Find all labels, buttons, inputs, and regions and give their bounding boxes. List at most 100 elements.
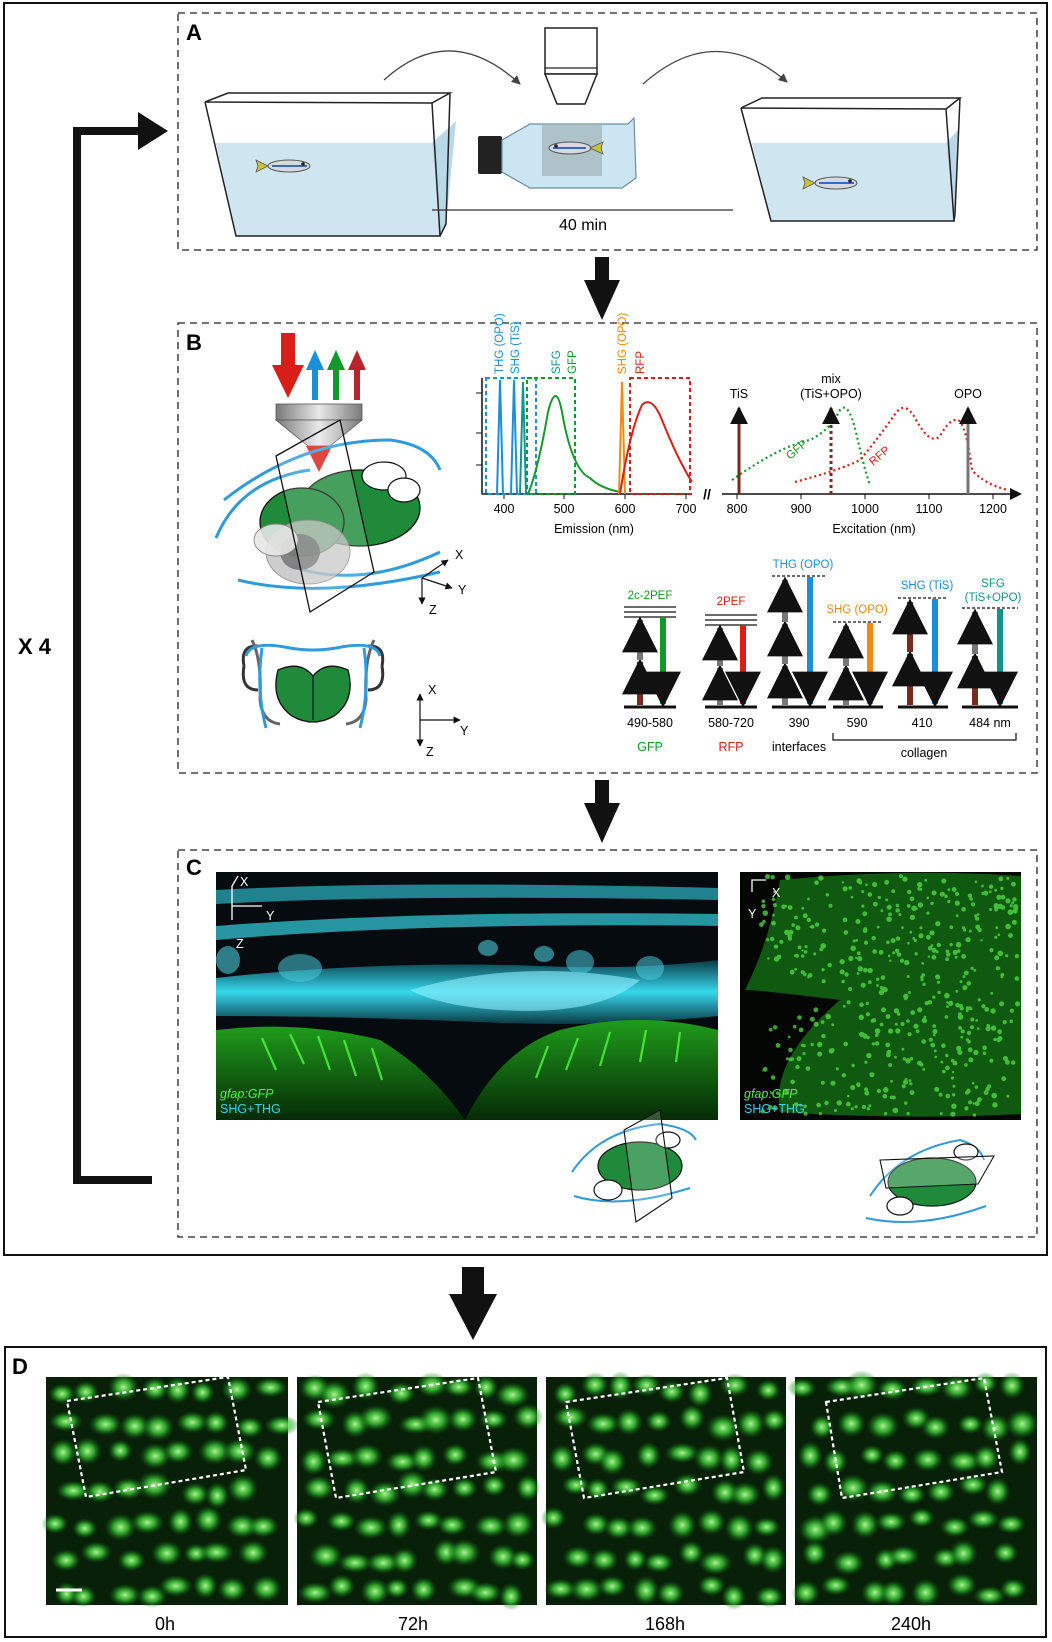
cell-body: [886, 1545, 921, 1567]
nucleus-dot: [767, 1105, 773, 1110]
cell-body: [417, 1405, 454, 1435]
cell-body: [664, 1442, 700, 1464]
cell-body: [643, 1552, 675, 1573]
cell-body: [441, 1443, 469, 1467]
cell-body: [48, 1411, 84, 1432]
nucleus-dot: [846, 1000, 851, 1005]
cell-body: [639, 1485, 670, 1506]
nucleus-dot: [981, 1004, 986, 1009]
timepoint-label-240h: 240h: [891, 1614, 931, 1634]
nucleus-dot: [924, 878, 928, 882]
cell-body: [48, 1383, 76, 1405]
cell-body: [911, 1447, 944, 1472]
cell-body: [761, 1408, 788, 1433]
nucleus-dot: [1005, 923, 1011, 930]
cell-body: [227, 1474, 259, 1504]
nucleus-dot: [955, 1002, 960, 1008]
nucleus-dot: [997, 950, 1004, 957]
nucleus-dot: [872, 901, 878, 907]
cell-body: [540, 1506, 567, 1530]
cell-body: [973, 1372, 998, 1395]
energy-value-2c2pef: 490-580: [627, 716, 673, 730]
nucleus-dot: [994, 955, 1000, 961]
cell-body: [141, 1376, 169, 1402]
timepoint-image-0: [41, 1372, 300, 1608]
nucleus-dot: [839, 969, 845, 975]
emission-peak-sfg: [519, 381, 527, 495]
energy-sfg: SFG (TiS+OPO) 484 nm: [957, 578, 1022, 730]
axis-y-label-b2: Y: [460, 724, 469, 738]
energy-title-shg-tis: SHG (TiS): [901, 580, 954, 592]
nucleus-dot: [972, 1113, 977, 1117]
nucleus-dot: [864, 1087, 868, 1092]
brain-schematic-coronal: [241, 639, 385, 729]
nucleus-dot: [895, 908, 900, 913]
nucleus-dot: [975, 924, 981, 930]
nucleus-dot: [851, 1063, 855, 1068]
emission-xlabel: Emission (nm): [554, 522, 634, 536]
nucleus-dot: [997, 933, 1001, 937]
cell-body: [420, 1477, 450, 1502]
cell-body: [107, 1372, 140, 1402]
nucleus-dot: [933, 1029, 938, 1033]
nucleus-dot: [946, 1001, 949, 1004]
energy-title-sfg-sub: (TiS+OPO): [965, 592, 1022, 604]
cell-body: [844, 1370, 879, 1400]
nucleus-dot: [967, 1047, 973, 1053]
axis-x-label-b1: X: [455, 548, 464, 562]
nucleus-dot: [926, 896, 930, 900]
nucleus-dot: [881, 1007, 886, 1013]
nucleus-dot: [864, 1090, 870, 1096]
nucleus-dot: [992, 1102, 998, 1108]
nucleus-dot: [854, 1105, 858, 1109]
cell-body: [443, 1376, 475, 1398]
energy-shg-opo: SHG (OPO) 590: [826, 604, 888, 730]
nucleus-dot: [906, 904, 911, 908]
cell-body: [656, 1580, 685, 1606]
nucleus-dot: [842, 917, 848, 923]
nucleus-dot: [969, 1007, 973, 1011]
nucleus-dot: [852, 939, 856, 943]
nucleus-dot: [956, 949, 961, 953]
cell-body: [162, 1439, 194, 1464]
nucleus-dot: [926, 934, 931, 940]
cell-body: [552, 1405, 589, 1429]
nucleus-dot: [920, 975, 924, 979]
roi-box-72: [316, 1376, 498, 1500]
nucleus-dot: [909, 896, 915, 902]
nucleus-dot: [960, 1035, 964, 1039]
nucleus-dot: [974, 1101, 980, 1107]
nucleus-dot: [917, 887, 921, 891]
excitation-curve-rfp: [794, 406, 1009, 492]
cell-body: [597, 1575, 627, 1598]
nucleus-dot: [856, 972, 860, 975]
emission-label-shg-tis: SHG (TiS): [510, 321, 522, 374]
nucleus-dot: [856, 1082, 861, 1087]
nucleus-dot: [839, 959, 845, 965]
nucleus-dot: [974, 1085, 979, 1089]
excitation-label-mix: mix: [821, 372, 841, 386]
nucleus-dot: [985, 1026, 991, 1032]
panel-a: A: [177, 12, 1038, 251]
cell-body: [108, 1583, 142, 1607]
nucleus-dot: [1011, 919, 1017, 925]
nucleus-dot: [898, 874, 904, 879]
nucleus-dot: [878, 949, 884, 955]
cell-body: [949, 1539, 978, 1568]
emission-chart: 400 500 600 700 Emission (nm) THG (OPO) …: [476, 312, 696, 536]
nucleus-dot: [814, 880, 819, 885]
cell-body: [743, 1448, 774, 1476]
nucleus-dot: [906, 1111, 910, 1116]
nucleus-dot: [941, 1043, 946, 1048]
nucleus-dot: [855, 939, 858, 942]
emission-tick-500: 500: [554, 502, 575, 516]
nucleus-dot: [945, 949, 950, 954]
nucleus-dot: [907, 941, 910, 945]
cell-body: [729, 1481, 761, 1508]
nucleus-dot: [846, 1101, 851, 1107]
nucleus-dot: [895, 948, 900, 953]
cell-body: [250, 1574, 283, 1603]
nucleus-dot: [789, 969, 795, 975]
energy-2pef: 2PEF 580-720 RFP: [702, 596, 761, 754]
nucleus-dot: [855, 919, 861, 924]
